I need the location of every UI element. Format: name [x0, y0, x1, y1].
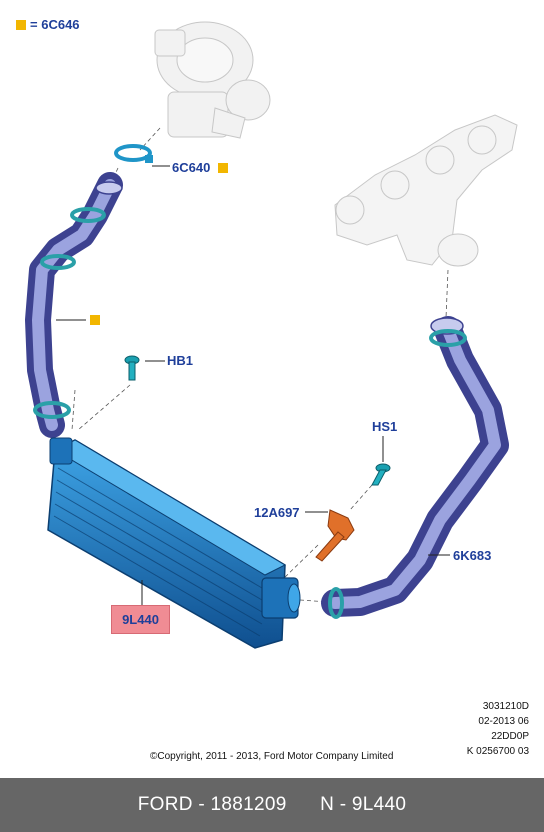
- callout-6c640-marker: [218, 163, 228, 173]
- parts-diagram: [25, 21, 518, 649]
- meta-line-4: K 0256700 03: [466, 746, 529, 757]
- callout-lines: [56, 165, 450, 605]
- intake-hose-6k683: [321, 316, 509, 619]
- hose-marker: [90, 315, 100, 325]
- meta-line-1: 3031210D: [482, 701, 529, 712]
- sensor-12a697: [315, 509, 355, 562]
- diagram-meta: 3031210D 02-2013 06 22DD0P K 0256700 03: [467, 699, 529, 759]
- legend-code: 6C646: [41, 17, 80, 32]
- callout-6c640[interactable]: 6C640: [172, 160, 211, 175]
- callout-9l440-highlight[interactable]: 9L440: [111, 605, 170, 634]
- charge-air-cooler-9l440: [47, 437, 301, 649]
- intake-hose-upper: [25, 172, 123, 438]
- legend-equals: =: [30, 17, 38, 32]
- legend-marker: [16, 20, 26, 30]
- exhaust-manifold: [334, 114, 518, 267]
- callout-6k683[interactable]: 6K683: [453, 548, 492, 563]
- turbocharger: [154, 21, 271, 139]
- footer-part-number: FORD - 1881209: [137, 794, 287, 815]
- hose-clamp-6c640: [114, 144, 153, 163]
- callout-hs1[interactable]: HS1: [372, 419, 398, 434]
- callout-hb1[interactable]: HB1: [167, 353, 194, 368]
- footer-spacer: [287, 794, 320, 816]
- footer-bar: FORD - 1881209 N - 9L440: [0, 778, 544, 832]
- bolt-hs1: [371, 463, 391, 486]
- callout-12a697[interactable]: 12A697: [254, 505, 300, 520]
- copyright: ©Copyright, 2011 - 2013, Ford Motor Comp…: [150, 751, 394, 762]
- meta-line-2: 02-2013 06: [478, 716, 529, 727]
- meta-line-3: 22DD0P: [491, 731, 529, 742]
- legend-text: = 6C646: [30, 17, 80, 32]
- bolt-hb1: [124, 355, 140, 381]
- footer-reference: N - 9L440: [320, 794, 407, 815]
- callout-9l440: 9L440: [122, 612, 159, 627]
